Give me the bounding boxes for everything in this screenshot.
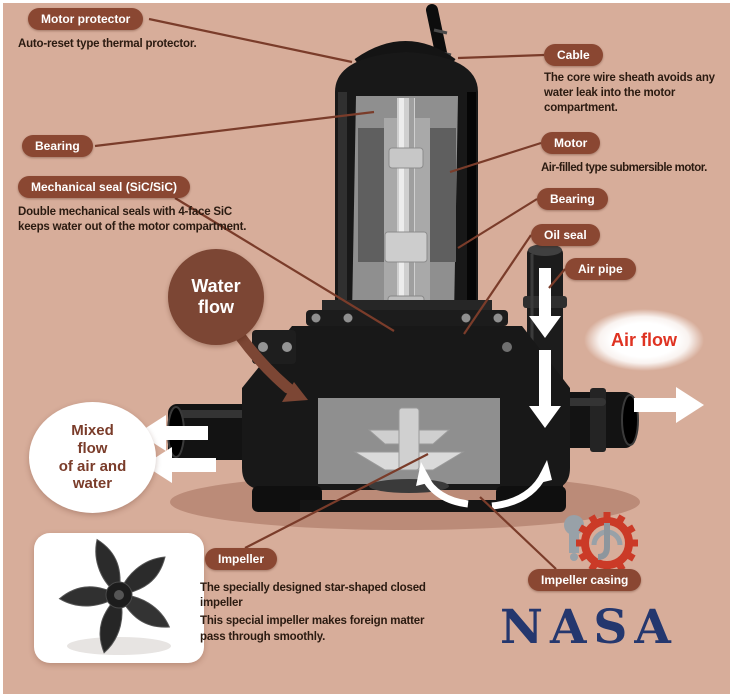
water-flow-bubble: Water flow (168, 249, 264, 345)
leader-air-pipe (548, 268, 566, 289)
impeller-illustration (58, 538, 171, 655)
leader-cable (457, 53, 545, 60)
mechanical-seal-desc: Double mechanical seals with 4-face SiC … (18, 206, 247, 234)
leader-motor-protector (148, 17, 353, 64)
motor-desc: Air-filled type submersible motor. (541, 162, 707, 174)
leader-lines (94, 17, 566, 570)
callout-impeller: Impeller (205, 548, 278, 570)
air-flow-bubble: Air flow (584, 309, 704, 371)
callout-motor: Motor (541, 132, 601, 154)
cable-desc: The core wire sheath avoids any water le… (544, 72, 715, 115)
callout-oil-seal: Oil seal (531, 224, 600, 246)
leader-oil-seal (463, 234, 532, 335)
callout-motor-protector: Motor protector (28, 8, 144, 30)
brand-logo: NASA (500, 600, 678, 655)
callout-bearing-left: Bearing (22, 135, 93, 157)
callout-impeller-casing: Impeller casing (528, 569, 642, 591)
flow-arrows-white (138, 268, 704, 510)
callout-bearing-right: Bearing (537, 188, 608, 210)
impeller-desc-line2: This special impeller makes foreign matt… (200, 615, 425, 643)
impeller-photo-box (34, 533, 204, 663)
leader-bearing-left (94, 110, 375, 148)
leader-mechanical-seal (174, 197, 395, 332)
callout-cable: Cable (544, 44, 603, 66)
mixed-flow-bubble: Mixed flow of air and water (29, 402, 156, 513)
base-feet (252, 486, 566, 512)
leader-impeller-casing (479, 496, 557, 570)
leader-impeller (244, 453, 429, 549)
gear-logo-icon (564, 512, 638, 574)
leader-bearing-right (457, 198, 538, 249)
impeller-desc: The specially designed star-shaped close… (200, 581, 440, 645)
water-flow-arrow (234, 330, 308, 402)
callout-mechanical-seal: Mechanical seal (SiC/SiC) (18, 176, 191, 198)
motor-protector-desc: Auto-reset type thermal protector. (18, 38, 197, 50)
flange-stack (306, 300, 508, 326)
leader-motor (449, 141, 542, 174)
callout-air-pipe: Air pipe (565, 258, 636, 280)
impeller-desc-line1: The specially designed star-shaped close… (200, 582, 426, 610)
